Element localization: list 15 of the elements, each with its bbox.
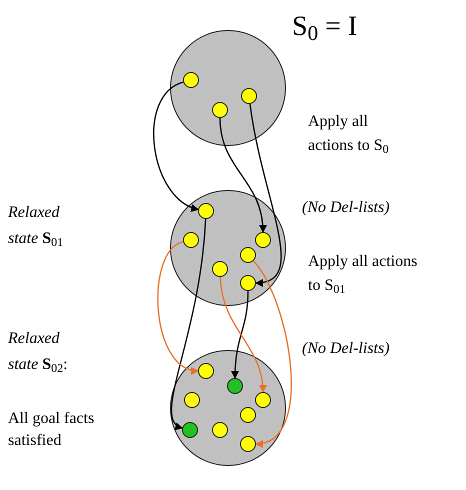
step-label: Apply all actions to S$_{01}$ xyxy=(308,252,418,298)
arrow xyxy=(249,104,282,286)
arrow xyxy=(219,118,266,233)
arrow xyxy=(220,276,266,393)
state-label: Relaxed state S$_{01}$ xyxy=(8,203,64,251)
arrow xyxy=(252,260,292,446)
state-label: Relaxed state S$_{02}$: xyxy=(8,329,69,377)
goal-note: All goal facts satisfied xyxy=(8,409,96,451)
note-label: (No Del-lists) xyxy=(302,198,391,218)
arrow xyxy=(157,241,199,374)
arrow xyxy=(231,290,249,379)
title-label: S$_{0}$ = I xyxy=(292,10,358,48)
step-label: Apply all actions to S$_{0}$ xyxy=(308,112,390,158)
note-label: (No Del-lists) xyxy=(302,339,391,359)
arrow xyxy=(170,218,206,429)
